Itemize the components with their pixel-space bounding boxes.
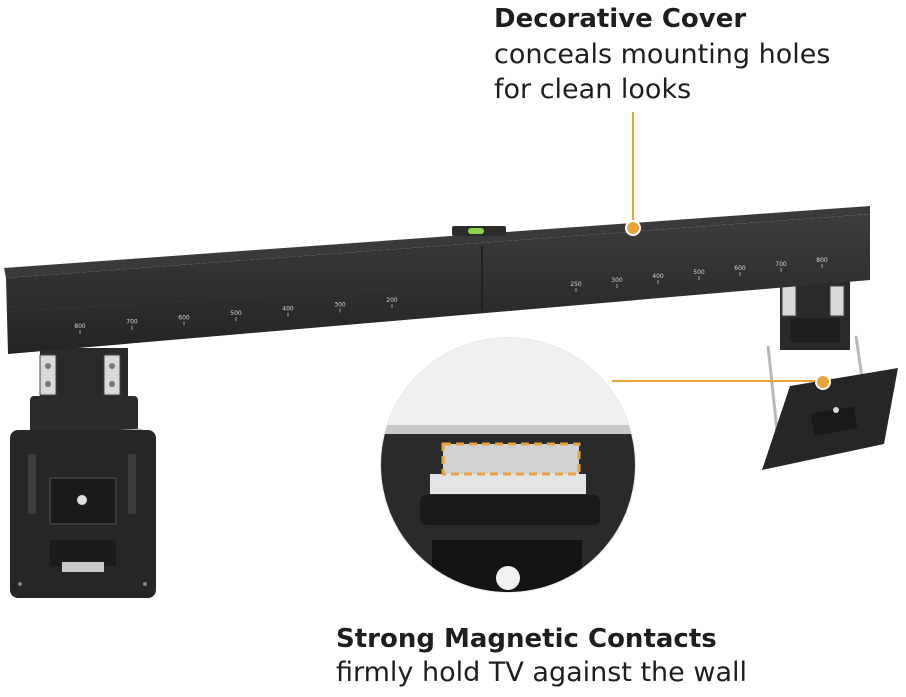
- mounting-hole: [496, 566, 520, 590]
- right-scale-label: 700: [775, 261, 787, 268]
- right-mounting-bracket: [762, 280, 898, 470]
- magnetic-contacts-line-1: firmly hold TV against the wall: [336, 657, 747, 688]
- decorative-cover-callout: [625, 112, 641, 236]
- right-scale-label: 250: [570, 281, 582, 288]
- right-scale-label: 600: [734, 265, 746, 272]
- magnetic-contacts-callout: [612, 374, 831, 390]
- decorative-cover-caption: Decorative Cover conceals mounting holes…: [494, 2, 830, 107]
- left-mounting-bracket: [10, 348, 156, 598]
- decorative-cover-line-2: for clean looks: [494, 74, 692, 105]
- left-scale-label: 600: [178, 314, 190, 321]
- left-scale-label: 700: [126, 319, 138, 326]
- left-scale-label: 200: [386, 297, 398, 304]
- right-scale-label: 500: [693, 269, 705, 276]
- decorative-cover-line-1: conceals mounting holes: [494, 39, 831, 70]
- bar-top-face: [4, 206, 870, 278]
- right-scale-label: 400: [652, 273, 664, 280]
- magnetic-contact-highlight: [441, 442, 581, 476]
- bar-front-face: [6, 214, 870, 354]
- left-scale-label: 500: [230, 310, 242, 317]
- decorative-cover-title: Decorative Cover: [494, 4, 747, 34]
- callout-marker-top: [625, 220, 641, 236]
- right-scale-label: 300: [611, 277, 623, 284]
- callout-marker-bottom: [815, 374, 831, 390]
- magnetic-contacts-caption: Strong Magnetic Contacts firmly hold TV …: [336, 622, 747, 690]
- left-scale-label: 300: [334, 301, 346, 308]
- magnetic-contacts-title: Strong Magnetic Contacts: [336, 624, 717, 654]
- magnetic-contact-zoom-view: [380, 337, 636, 593]
- left-scale-label: 800: [74, 323, 86, 330]
- wall-mount-bar: 800 700 600 500 400 300 200 250 300 400 500 600 700…: [4, 206, 871, 354]
- left-scale-label: 400: [282, 306, 294, 313]
- magnetic-contact-pad: [430, 474, 586, 494]
- right-scale-label: 800: [816, 257, 828, 264]
